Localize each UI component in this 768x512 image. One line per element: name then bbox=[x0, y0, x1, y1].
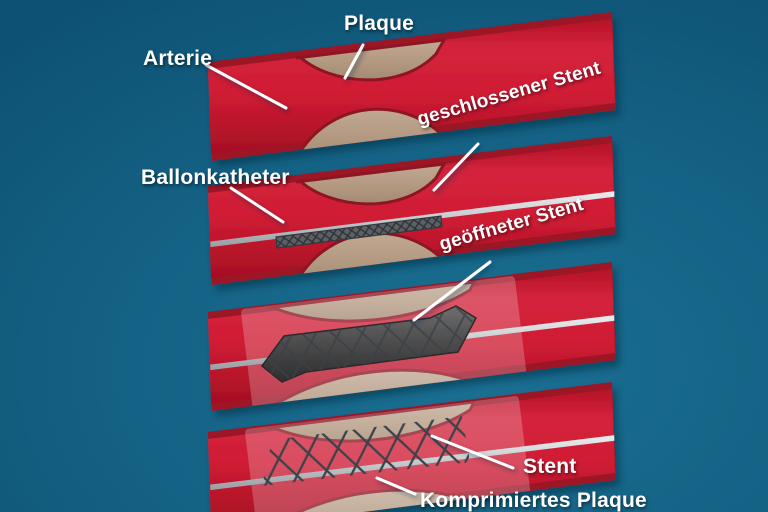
panel-4-deployed-stent bbox=[208, 382, 616, 512]
leader-komprimiertes-plaque-line bbox=[375, 476, 417, 496]
plaque-top-1 bbox=[295, 38, 447, 82]
plaque-top-2 bbox=[295, 162, 447, 206]
panel-3-open-stent-inflated-balloon bbox=[208, 262, 616, 411]
closed-stent-2 bbox=[275, 215, 443, 249]
inflated-balloon-3 bbox=[260, 305, 477, 383]
leader-arterie-line bbox=[204, 63, 288, 110]
leader-lines bbox=[204, 43, 515, 496]
leader-plaque-line bbox=[343, 43, 365, 80]
leader-stent-line bbox=[430, 434, 515, 470]
leader-geschlossener-stent-line bbox=[432, 142, 480, 192]
leader-ballonkatheter-line bbox=[229, 186, 285, 224]
artery-lumen-1 bbox=[208, 19, 615, 154]
leader-geoeffneter-stent-line bbox=[412, 260, 492, 322]
stent-mesh-4 bbox=[262, 416, 470, 486]
panel-2-catheter-closed-stent bbox=[208, 136, 616, 285]
